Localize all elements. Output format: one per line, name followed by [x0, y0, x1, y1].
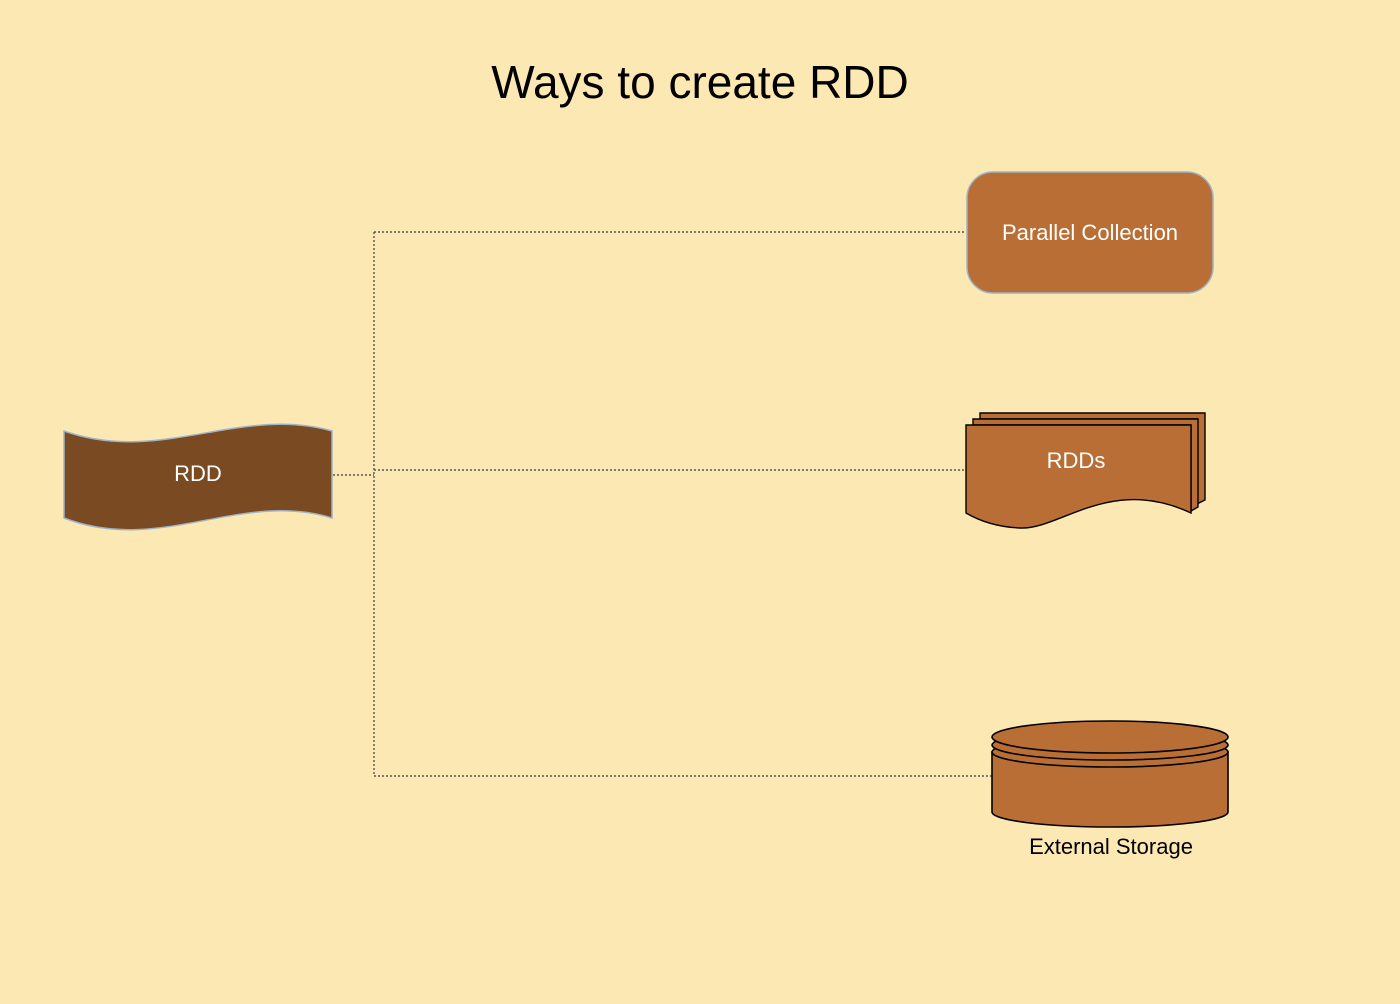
source-node-rdd[interactable]: RDD	[63, 423, 333, 531]
external-storage-label: External Storage	[1029, 834, 1193, 859]
parallel-collection-label: Parallel Collection	[1002, 220, 1178, 245]
target-node-parallel-collection[interactable]: Parallel Collection	[966, 171, 1214, 294]
storage-body	[991, 751, 1229, 828]
target-node-external-storage[interactable]: External Storage	[991, 720, 1229, 859]
target-node-rdds[interactable]: RDDs	[965, 412, 1206, 529]
rdds-label: RDDs	[1047, 448, 1106, 473]
page-title: Ways to create RDD	[491, 56, 909, 108]
rdd-wave-shape	[63, 423, 333, 531]
rdds-front-page	[965, 424, 1192, 529]
source-label: RDD	[174, 461, 222, 486]
connectors	[333, 231, 992, 777]
parallel-collection-box	[966, 171, 1214, 294]
storage-top	[991, 720, 1229, 754]
